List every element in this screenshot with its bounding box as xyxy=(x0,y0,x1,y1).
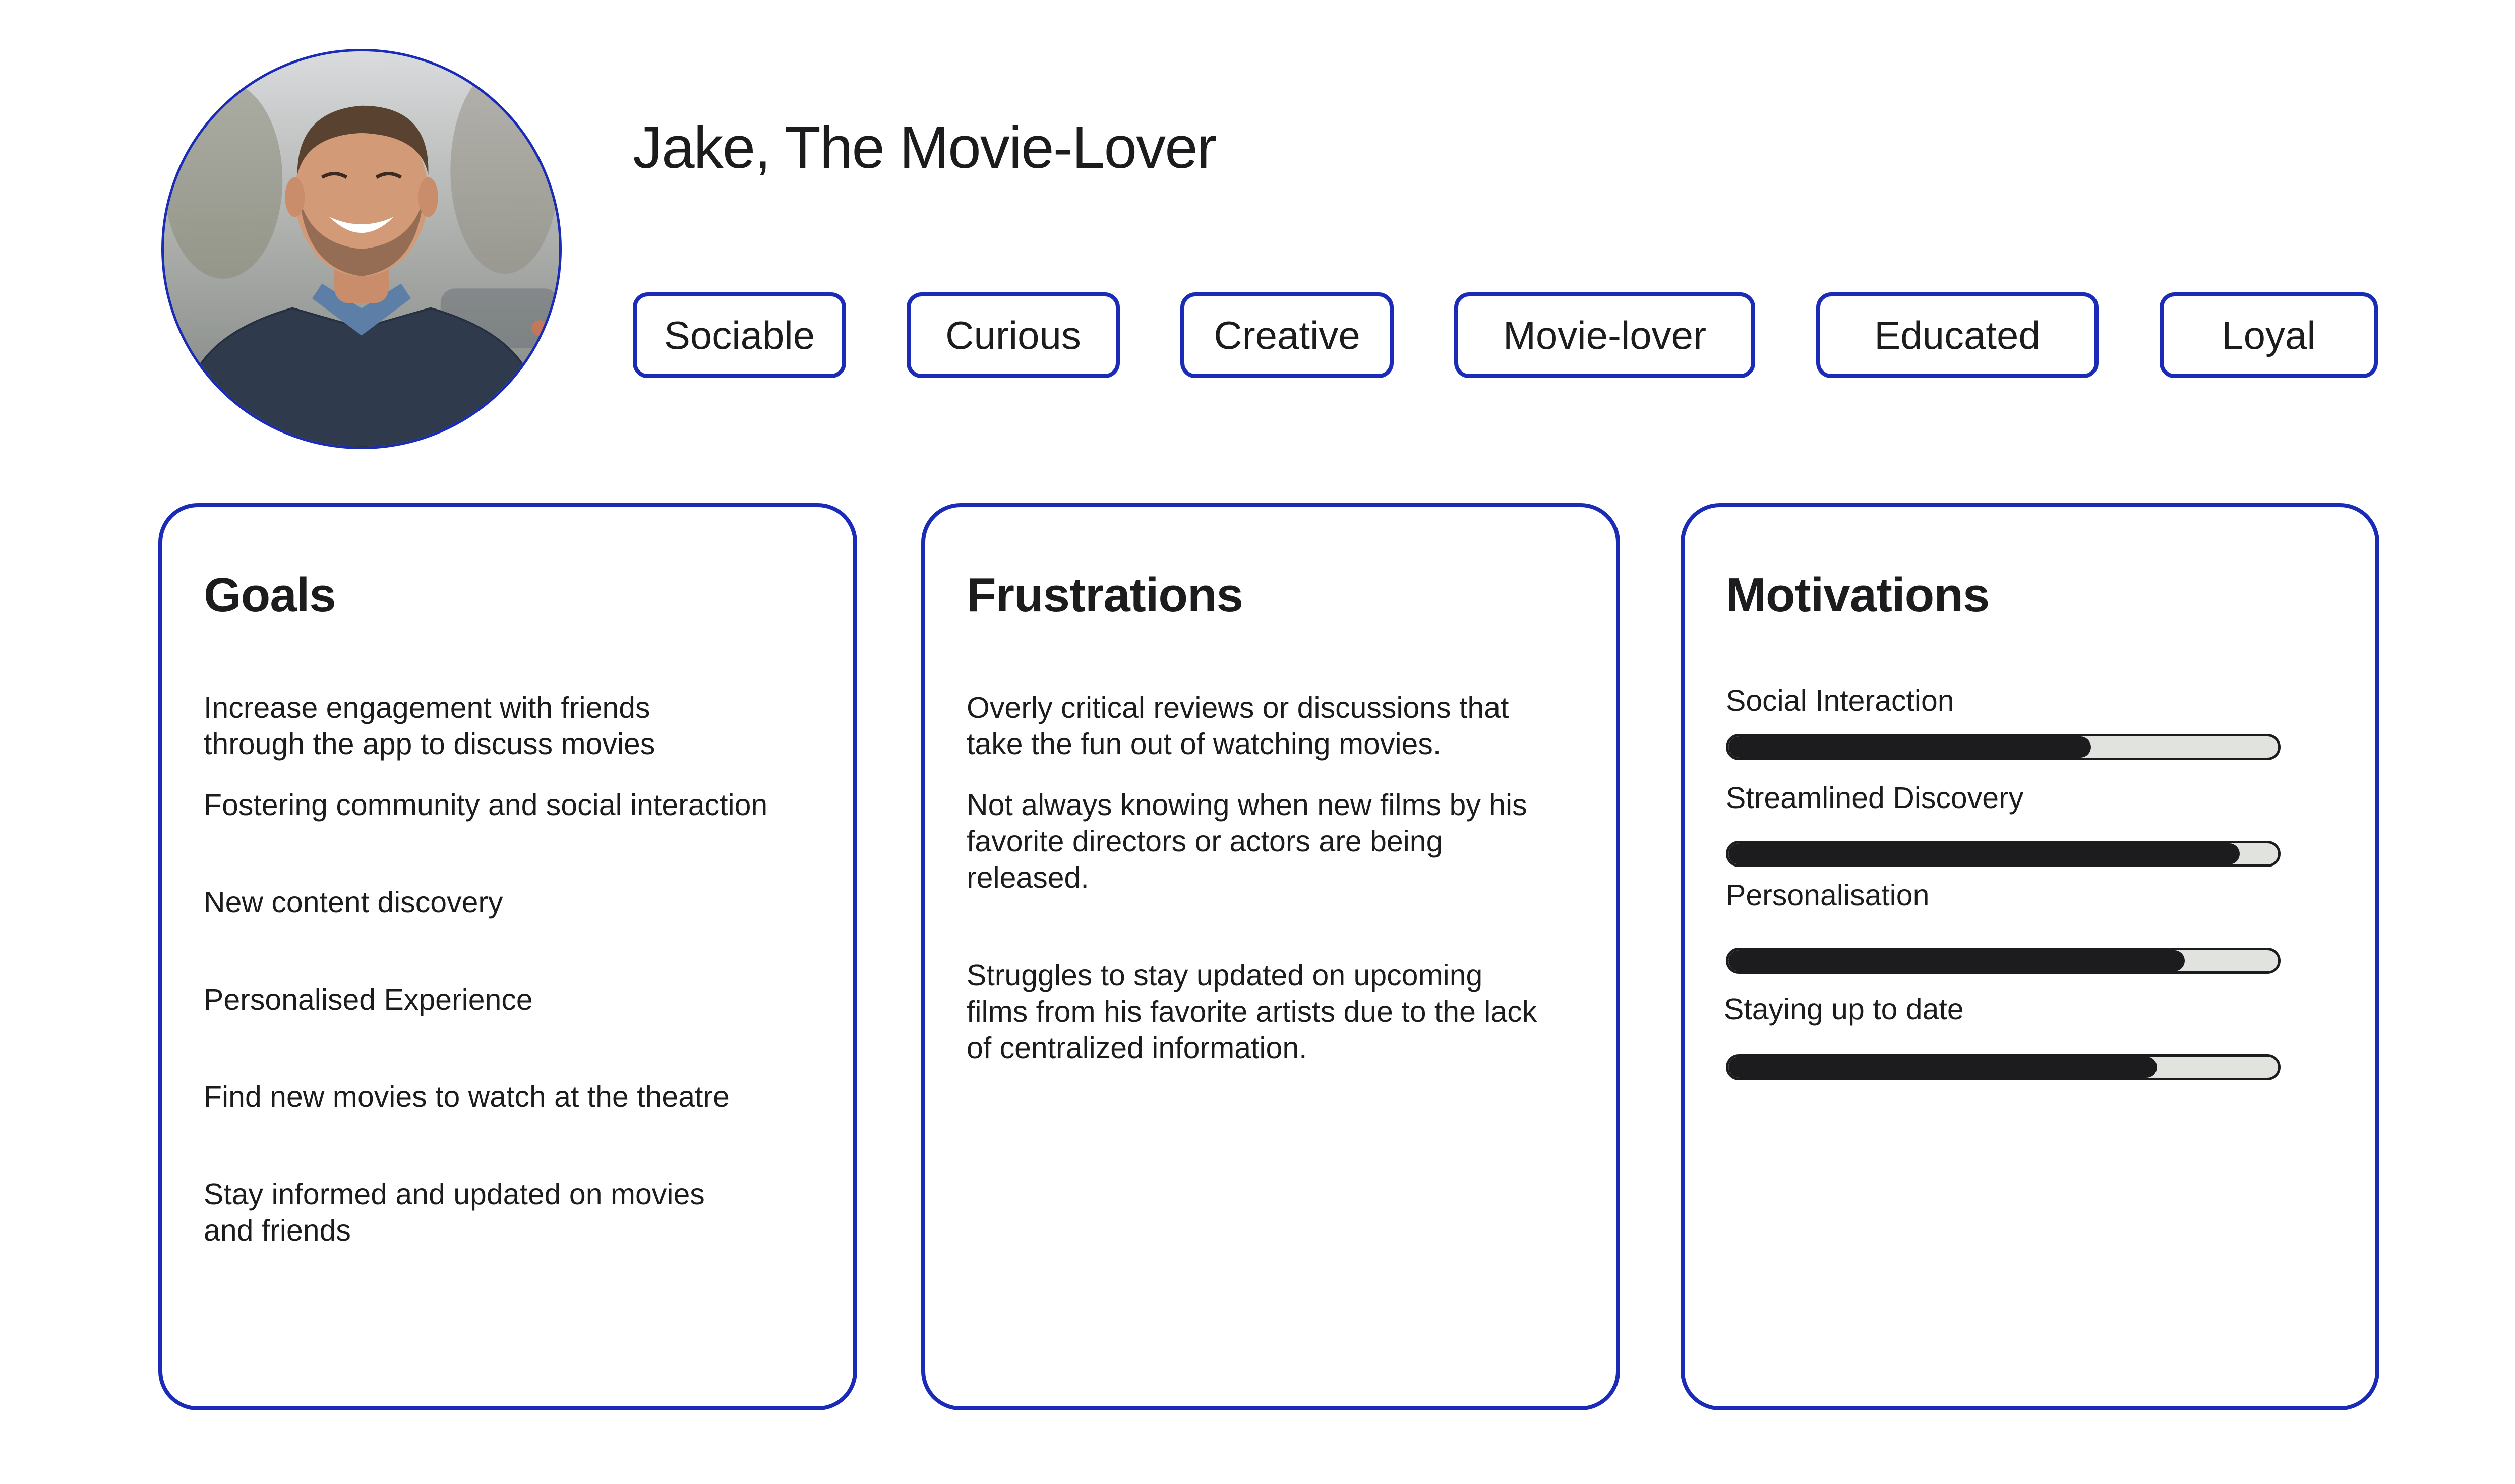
frustration-item: Overly critical reviews or discussions t… xyxy=(967,691,1509,761)
motivation-label: Staying up to date xyxy=(1724,993,1964,1026)
motivations-card: Motivations Social Interaction Streamlin… xyxy=(1681,503,2379,1410)
avatar-photo xyxy=(164,51,559,447)
frustrations-title: Frustrations xyxy=(967,568,1243,622)
avatar xyxy=(161,49,562,449)
motivation-label: Social Interaction xyxy=(1726,684,1954,717)
tag-sociable: Sociable xyxy=(633,292,846,378)
motivation-bar-personalisation xyxy=(1726,948,2281,974)
tag-curious: Curious xyxy=(907,292,1120,378)
goal-item: Find new movies to watch at the theatre xyxy=(204,1080,730,1114)
frustration-item: Not always knowing when new films by his… xyxy=(967,788,1527,894)
tag-loyal: Loyal xyxy=(2160,292,2378,378)
goal-item: Personalised Experience xyxy=(204,983,533,1016)
motivation-label: Streamlined Discovery xyxy=(1726,781,2024,815)
tag-educated: Educated xyxy=(1816,292,2099,378)
motivation-label: Personalisation xyxy=(1726,879,1930,912)
goal-item: Stay informed and updated on movies and … xyxy=(204,1178,705,1247)
frustration-item: Struggles to stay updated on upcoming fi… xyxy=(967,959,1537,1065)
persona-name: Jake, The Movie-Lover xyxy=(633,114,1217,181)
goal-item: New content discovery xyxy=(204,886,503,919)
motivation-bar-fill xyxy=(1728,736,2091,758)
goal-item: Increase engagement with friends through… xyxy=(204,691,655,761)
goals-card: Goals Increase engagement with friends t… xyxy=(158,503,857,1410)
motivation-bar-social-interaction xyxy=(1726,734,2281,760)
motivations-title: Motivations xyxy=(1726,568,1990,622)
motivation-bar-fill xyxy=(1728,1057,2158,1078)
motivation-bar-fill xyxy=(1728,843,2240,864)
motivation-bar-fill xyxy=(1728,950,2185,971)
tag-creative: Creative xyxy=(1180,292,1394,378)
frustrations-card: Frustrations Overly critical reviews or … xyxy=(921,503,1620,1410)
goal-item: Fostering community and social interacti… xyxy=(204,788,768,822)
goals-title: Goals xyxy=(204,568,336,622)
tag-movie-lover: Movie-lover xyxy=(1454,292,1755,378)
motivation-bar-streamlined-discovery xyxy=(1726,841,2281,867)
motivation-bar-staying-up-to-date xyxy=(1726,1054,2281,1080)
